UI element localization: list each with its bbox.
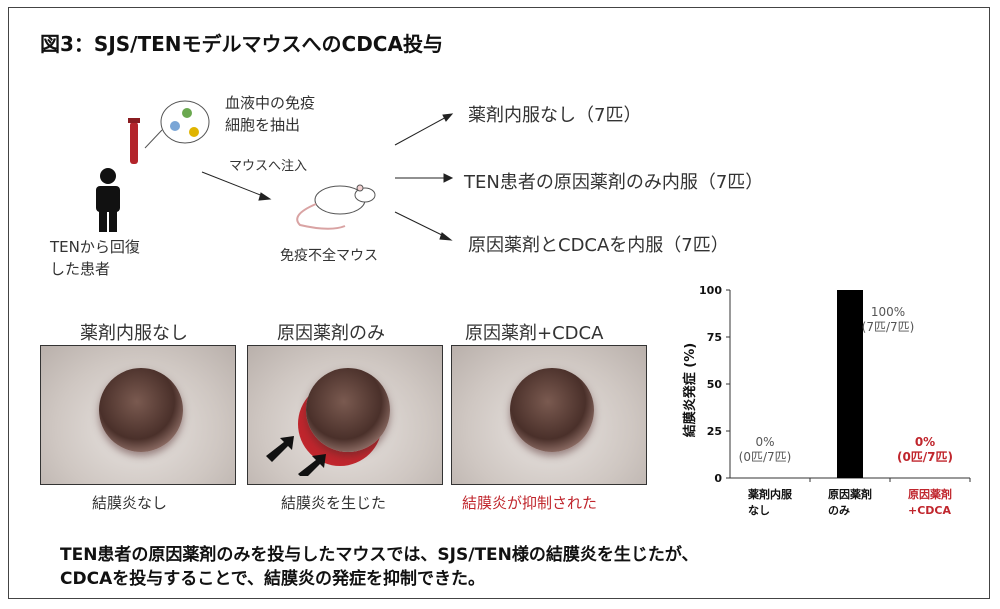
patient-label-2: した患者 (50, 260, 111, 278)
eye-photo-control (40, 345, 236, 485)
y-tick-label: 100 (699, 284, 722, 297)
photo-caption-2: 結膜炎を生じた (281, 494, 387, 512)
person-icon (96, 168, 120, 232)
y-tick-label: 25 (707, 425, 722, 438)
photo-heading-2: 原因薬剤のみ (277, 323, 385, 344)
inject-label: マウスへ注入 (229, 159, 308, 174)
photo-heading-3: 原因薬剤+CDCA (465, 323, 604, 344)
photo-heading-1: 薬剤内服なし (80, 323, 188, 344)
patient-label-1: TENから回復 (50, 238, 140, 256)
group-label-3: 原因薬剤とCDCAを内服（7匹） (468, 235, 729, 256)
figure-frame (8, 7, 990, 599)
y-tick-label: 75 (707, 331, 722, 344)
extract-label-1: 血液中の免疫 (225, 94, 316, 112)
data-label: 0% (755, 435, 774, 449)
eye-photo-drug-cdca (451, 345, 647, 485)
cells-bubble-icon (144, 100, 210, 149)
x-tick-label: なし (748, 504, 770, 517)
extract-label-2: 細胞を抽出 (225, 116, 301, 134)
group-label-2: TEN患者の原因薬剤のみ内服（7匹） (464, 172, 764, 193)
data-label: (0匹/7匹) (897, 450, 953, 464)
incidence-chart: 結膜炎発症 (%) 0255075100薬剤内服なし0%(0匹/7匹)原因薬剤の… (682, 284, 971, 517)
photo-caption-1: 結膜炎なし (92, 494, 168, 512)
flow-diagram (96, 100, 454, 241)
x-tick-label: 原因薬剤 (908, 487, 952, 501)
data-label: 100% (871, 305, 905, 319)
figure-title: 図3：SJS/TENモデルマウスへのCDCA投与 (40, 32, 443, 56)
photo-caption-3: 結膜炎が抑制された (462, 494, 598, 512)
y-axis-label: 結膜炎発症 (%) (682, 343, 698, 437)
conclusion-line-1: TEN患者の原因薬剤のみを投与したマウスでは、SJS/TEN様の結膜炎を生じたが… (60, 545, 699, 565)
eye-photo-drug-only (247, 345, 443, 485)
group-label-1: 薬剤内服なし（7匹） (468, 105, 642, 126)
data-label: (0匹/7匹) (739, 450, 792, 464)
y-tick-label: 0 (714, 472, 722, 485)
bar (837, 290, 863, 478)
arrow-icons (266, 436, 326, 476)
blood-tube-icon (128, 118, 140, 164)
x-tick-label: 薬剤内服 (748, 487, 793, 501)
x-tick-label: のみ (828, 504, 850, 517)
arrow-inject (201, 171, 269, 199)
data-label: (7匹/7匹) (862, 320, 915, 334)
data-label: 0% (915, 435, 935, 449)
mouse-icon (296, 184, 376, 230)
conclusion-text: TEN患者の原因薬剤のみを投与したマウスでは、SJS/TEN様の結膜炎を生じたが… (60, 543, 699, 591)
conclusion-line-2: CDCAを投与することで、結膜炎の発症を抑制できた。 (60, 569, 486, 589)
mouse-label: 免疫不全マウス (280, 248, 378, 264)
x-tick-label: 原因薬剤 (828, 487, 872, 501)
x-tick-label: +CDCA (908, 504, 951, 517)
y-tick-label: 50 (707, 378, 723, 391)
